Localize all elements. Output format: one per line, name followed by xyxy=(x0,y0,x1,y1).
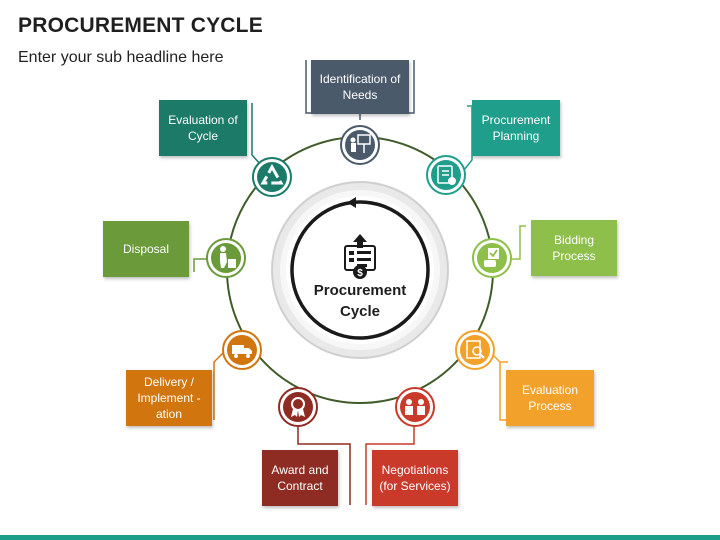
step-icon-9 xyxy=(252,157,292,197)
step-icon-7 xyxy=(222,330,262,370)
step-box-delivery-implementation: Delivery / Implement -ation xyxy=(126,370,212,426)
step-box-bidding-process: Bidding Process xyxy=(531,220,617,276)
center-label-line1: Procurement xyxy=(313,282,407,299)
center-disc xyxy=(271,181,449,359)
page-title: PROCUREMENT CYCLE xyxy=(18,14,263,37)
checklist-icon xyxy=(437,165,456,185)
svg-text:$: $ xyxy=(357,268,363,279)
step-icon-6 xyxy=(278,387,318,427)
step-icon-3 xyxy=(472,238,512,278)
award-ribbon-icon xyxy=(291,397,305,417)
center-label-line2: Cycle xyxy=(339,303,381,320)
presentation-board-icon xyxy=(350,134,371,153)
step-icon-8 xyxy=(206,238,246,278)
step-box-identification-of-needs: Identification of Needs xyxy=(311,60,409,114)
hand-checkbox-icon xyxy=(484,248,499,267)
step-icon-5 xyxy=(395,387,435,427)
recycle-icon xyxy=(260,163,284,185)
step-icon-1 xyxy=(340,125,380,165)
step-box-evaluation-process: Evaluation Process xyxy=(506,370,594,426)
step-box-evaluation-of-cycle: Evaluation of Cycle xyxy=(159,100,247,156)
cycle-arrow xyxy=(290,200,430,340)
footer-accent-bar xyxy=(0,535,720,540)
step-box-disposal: Disposal xyxy=(103,221,189,277)
clipboard-dollar-icon: $ xyxy=(344,234,376,279)
page-subtitle: Enter your sub headline here xyxy=(18,49,224,66)
step-box-procurement-planning: Procurement Planning xyxy=(472,100,560,156)
step-box-award-and-contract: Award and Contract xyxy=(262,450,338,506)
step-box-negotiations: Negotiations (for Services) xyxy=(372,450,458,506)
delivery-truck-icon xyxy=(232,345,252,358)
step-icon-2 xyxy=(426,155,466,195)
center-label: Procurement Cycle xyxy=(300,280,420,322)
step-icon-4 xyxy=(455,330,495,370)
handshake-meeting-icon xyxy=(405,399,425,415)
document-magnifier-icon xyxy=(466,340,485,359)
person-bin-icon xyxy=(220,246,236,268)
